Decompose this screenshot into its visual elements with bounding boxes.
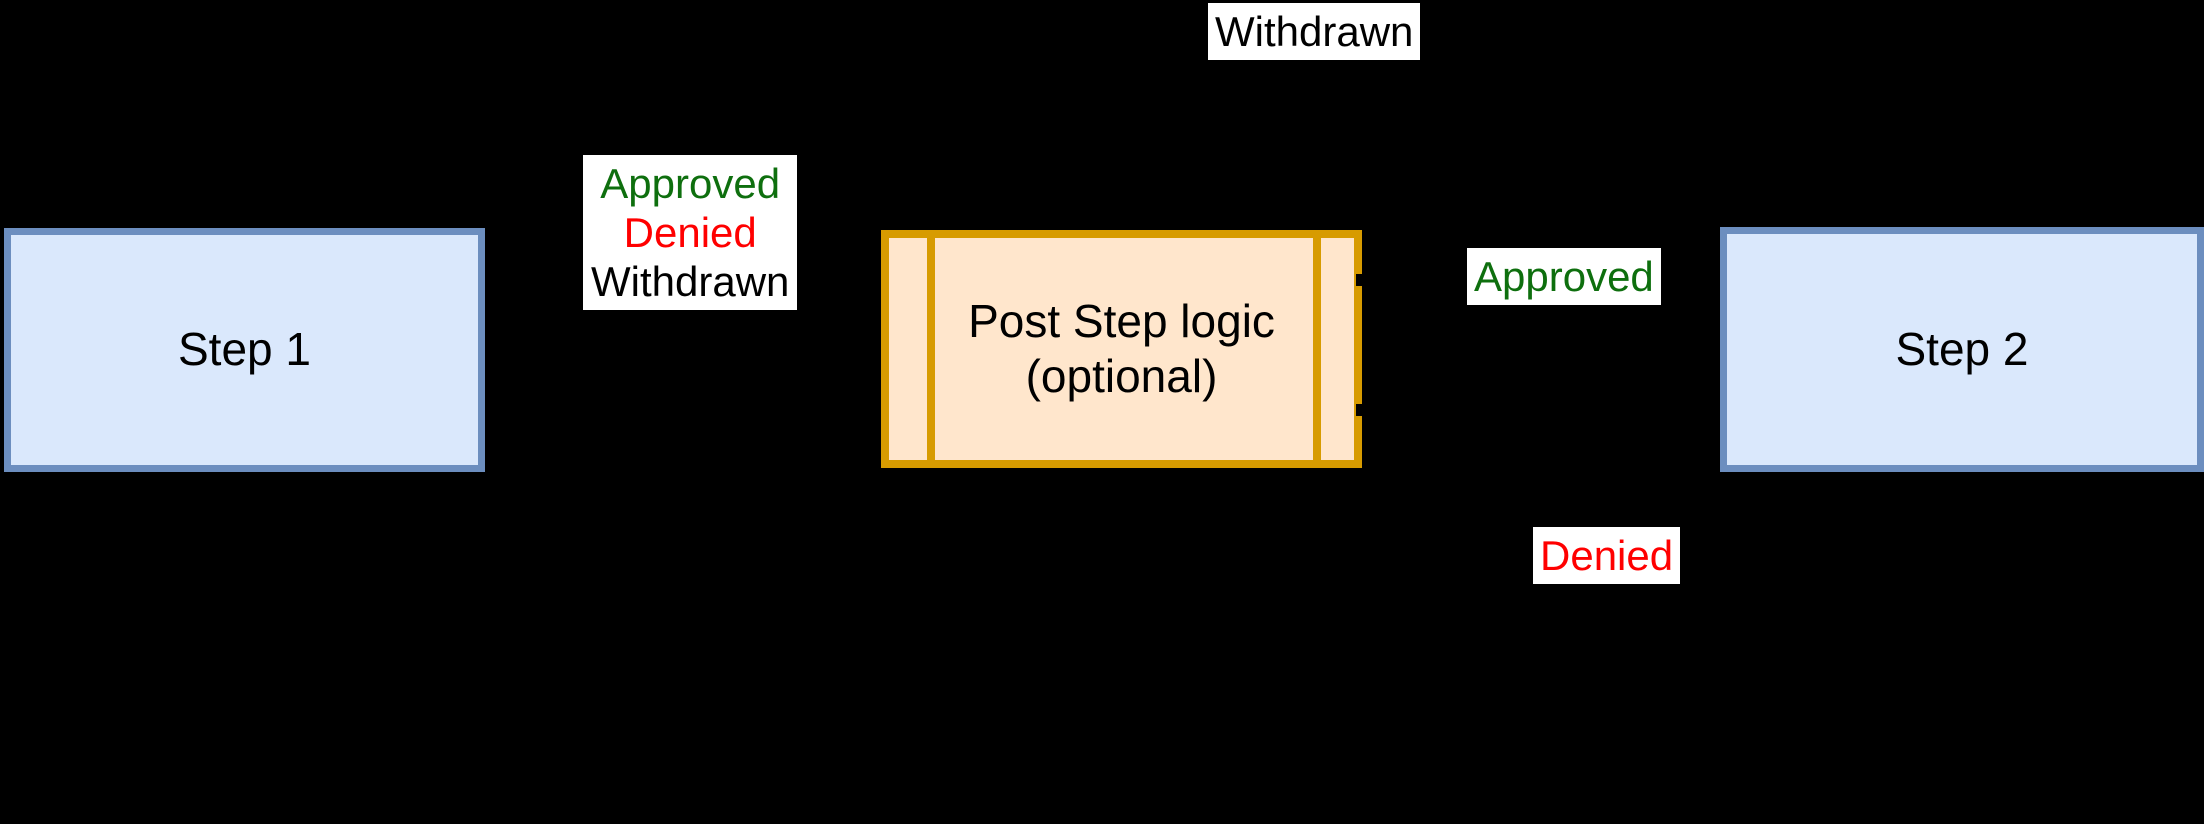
post-step-label: Post Step logic (optional) [968,294,1275,404]
post-step-label-line2: (optional) [1025,350,1218,402]
step2-label: Step 2 [1895,322,2029,375]
connector-stub-upper [1356,274,1366,286]
denied-edge-label: Denied [1533,527,1681,585]
step2-node: Step 2 [1720,227,2204,472]
post-step-right-divider [1313,238,1321,460]
outcome-stack-edge-label: Approved Denied Withdrawn [583,155,798,311]
outcome-approved-text: Approved [600,160,781,207]
post-step-label-line1: Post Step logic [968,294,1275,347]
outcome-denied-text: Denied [623,209,757,257]
post-step-logic-node: Post Step logic (optional) [881,230,1362,468]
connector-stub-lower [1356,404,1366,416]
outcome-withdrawn-text: Withdrawn [591,258,790,306]
withdrawn-top-edge-label: Withdrawn [1208,3,1421,61]
step1-node: Step 1 [4,228,485,472]
post-step-left-divider [927,238,935,460]
approved-edge-label: Approved [1467,248,1661,306]
step1-label: Step 1 [178,323,311,376]
